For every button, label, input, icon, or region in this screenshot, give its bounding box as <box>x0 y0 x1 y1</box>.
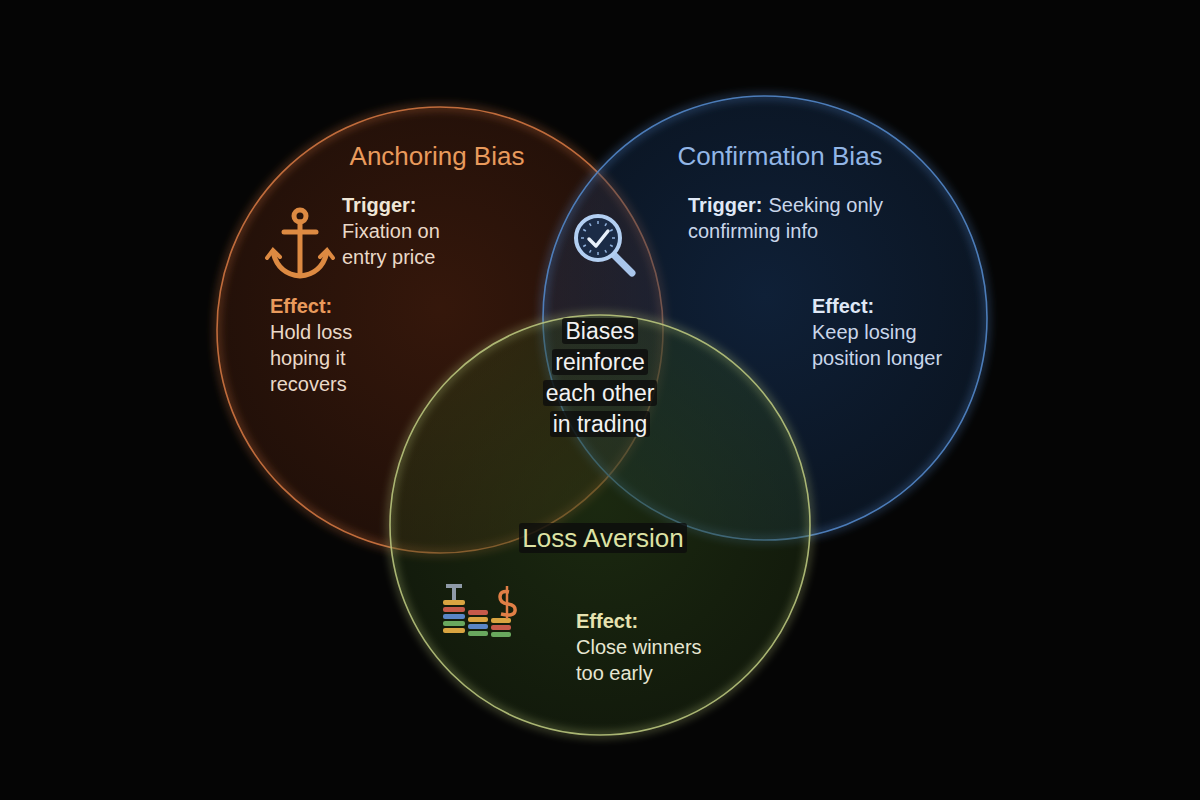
circle-title: Anchoring Bias <box>287 140 587 174</box>
circle-title: Loss Aversion <box>453 522 753 556</box>
center-label-text: Biases reinforce each other in trading <box>543 318 658 437</box>
circle-title: Confirmation Bias <box>620 140 940 174</box>
body-text: Fixation on entry price <box>342 220 440 268</box>
body-text: Close winners too early <box>576 636 702 684</box>
anchor-icon <box>267 210 333 276</box>
effect-text: Keep losing position longer <box>812 319 972 371</box>
magnifier-icon <box>576 216 632 273</box>
body-text: Hold loss hoping it recovers <box>270 321 352 395</box>
trigger-text: Fixation on entry price <box>342 218 472 270</box>
eff-text: Effect: <box>270 295 332 317</box>
effect-label: Effect: <box>812 293 972 319</box>
trig-text: Trigger: <box>342 194 416 216</box>
center-note: Biases reinforce each other in trading <box>536 316 664 440</box>
effect-label: Effect: <box>576 608 696 634</box>
effect-label: Effect: <box>270 293 380 319</box>
trigger-label: Trigger: <box>342 192 482 218</box>
effect-text: Close winners too early <box>576 634 726 686</box>
title-text: Loss Aversion <box>519 523 686 553</box>
eff-text: Effect: <box>576 610 638 632</box>
title-text: Confirmation Bias <box>677 141 882 171</box>
effect-text: Hold loss hoping it recovers <box>270 319 382 397</box>
trig-text: Trigger: <box>688 194 762 216</box>
loss-aversion-circle: Loss AversionEffect: Close winners too ea… <box>388 313 812 737</box>
body-text: Keep losing position longer <box>812 321 942 369</box>
trigger-text: Trigger:Seeking only confirming info <box>688 192 920 244</box>
title-text: Anchoring Bias <box>350 141 525 171</box>
eff-text: Effect: <box>812 295 874 317</box>
coins-icon <box>443 586 515 637</box>
